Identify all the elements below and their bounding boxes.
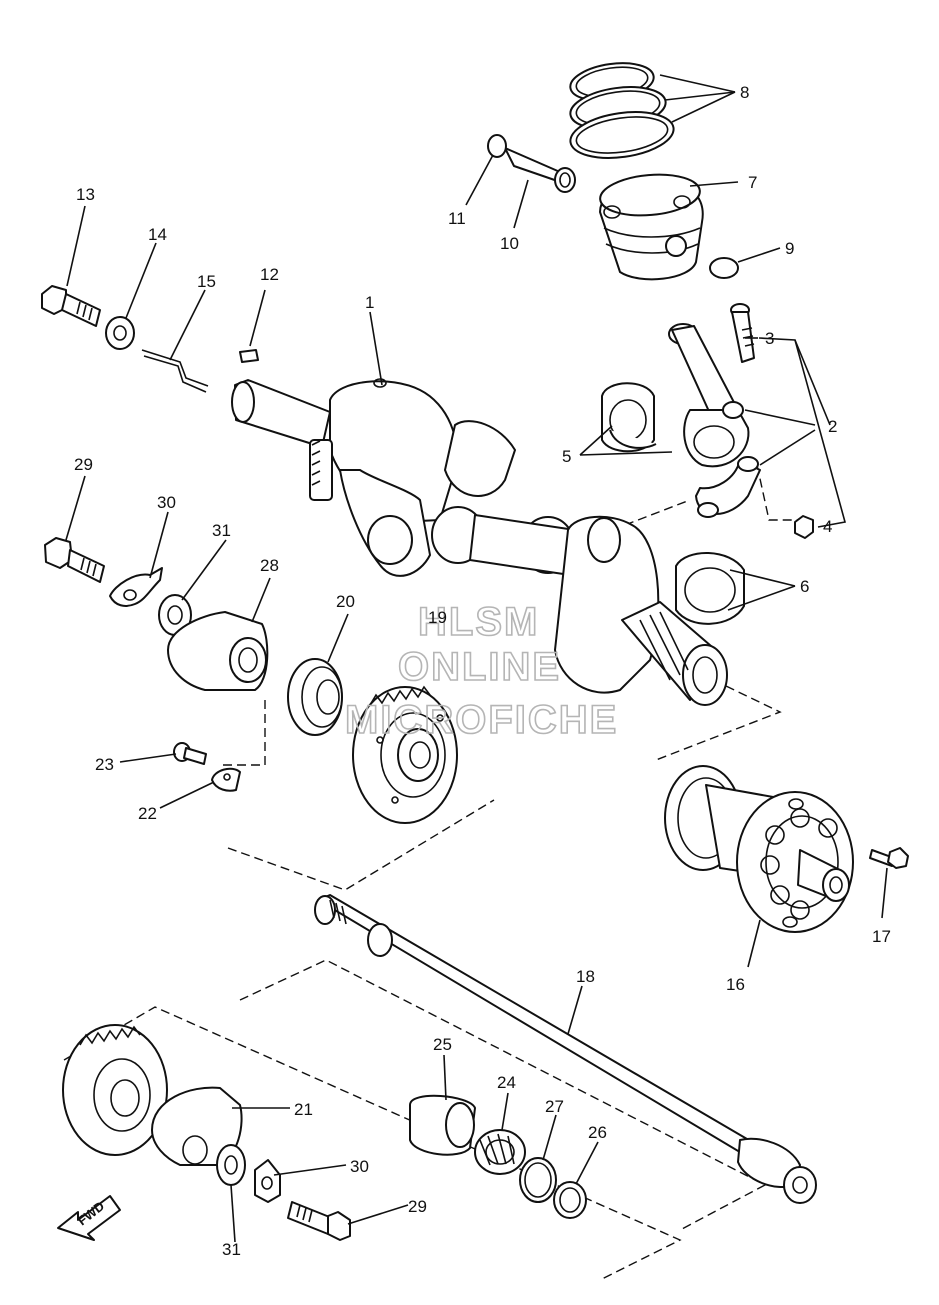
callout-29b: 29 <box>408 1197 427 1216</box>
big-end-bearings <box>601 382 657 453</box>
screw-23 <box>173 742 207 765</box>
callout-20: 20 <box>336 592 355 611</box>
callout-23: 23 <box>95 755 114 774</box>
callout-13: 13 <box>76 185 95 204</box>
callout-31b: 31 <box>222 1240 241 1259</box>
callout-1: 1 <box>365 293 374 312</box>
crankshaft <box>231 378 728 706</box>
callout-10: 10 <box>500 234 519 253</box>
callout-31a: 31 <box>212 521 231 540</box>
collar-25 <box>409 1094 476 1156</box>
crank-bolt <box>41 285 101 327</box>
drive-gear <box>62 1024 168 1156</box>
callout-25: 25 <box>433 1035 452 1054</box>
callout-21: 21 <box>294 1100 313 1119</box>
balancer-weight <box>167 611 269 691</box>
callout-24: 24 <box>497 1073 516 1092</box>
rod-nut <box>794 515 814 539</box>
bolt-29-upper <box>44 537 105 583</box>
leader-lines <box>65 74 888 1243</box>
washer-31-lower <box>216 1144 246 1186</box>
callout-15: 15 <box>197 272 216 291</box>
callout-17: 17 <box>872 927 891 946</box>
pin-clip-right <box>709 257 739 279</box>
fwd-arrow-icon: FWD <box>57 1195 121 1241</box>
callout-30a: 30 <box>157 493 176 512</box>
output-shaft <box>314 894 817 1204</box>
bolt-17 <box>869 847 909 869</box>
callout-12: 12 <box>260 265 279 284</box>
callout-16: 16 <box>726 975 745 994</box>
needle-bearing-24 <box>474 1129 526 1175</box>
balancer-weight-21 <box>151 1086 243 1166</box>
callout-6: 6 <box>800 577 809 596</box>
rod-bolt <box>730 303 755 363</box>
watermark-line1: HLSM <box>418 600 539 644</box>
callouts: 1 2 3 4 5 6 7 8 9 10 11 12 13 14 15 16 1… <box>74 83 891 1259</box>
bolt-29-lower <box>287 1201 351 1241</box>
pin-clip-left <box>487 134 507 158</box>
lock-washer-30-lower <box>254 1159 281 1203</box>
callout-5: 5 <box>562 447 571 466</box>
washer-31-upper <box>158 594 192 636</box>
callout-8: 8 <box>740 83 749 102</box>
piston-pin <box>504 147 576 193</box>
piston-rings <box>569 62 675 159</box>
connecting-rod <box>668 323 750 468</box>
callout-4: 4 <box>823 517 832 536</box>
callout-26: 26 <box>588 1123 607 1142</box>
watermark-line3: MICROFICHE <box>345 698 618 742</box>
callout-11: 11 <box>448 209 466 228</box>
balancer-gear <box>352 685 458 824</box>
oil-delivery-pipe <box>141 349 209 393</box>
retainer-22 <box>211 767 241 792</box>
callout-30b: 30 <box>350 1157 369 1176</box>
watermark-line2: ONLINE <box>398 645 561 689</box>
callout-22: 22 <box>138 804 157 823</box>
rod-cap <box>695 456 761 518</box>
callout-14: 14 <box>148 225 167 244</box>
callout-27: 27 <box>545 1097 564 1116</box>
callout-19: 19 <box>428 608 447 627</box>
crank-washer <box>105 316 135 350</box>
callout-3: 3 <box>765 329 774 348</box>
bearing-20 <box>287 658 343 736</box>
main-bearings <box>675 552 745 625</box>
woodruff-key <box>239 349 259 363</box>
washer-26 <box>553 1181 587 1219</box>
callout-28: 28 <box>260 556 279 575</box>
piston <box>599 173 704 281</box>
callout-2: 2 <box>828 417 837 436</box>
bearing-housing-assembly <box>664 765 854 933</box>
watermark: HLSM ONLINE MICROFICHE <box>344 599 618 743</box>
callout-18: 18 <box>576 967 595 986</box>
callout-29a: 29 <box>74 455 93 474</box>
callout-7: 7 <box>748 173 757 192</box>
callout-9: 9 <box>785 239 794 258</box>
circlip-27 <box>519 1157 557 1203</box>
lock-washer-30-upper <box>109 567 163 607</box>
